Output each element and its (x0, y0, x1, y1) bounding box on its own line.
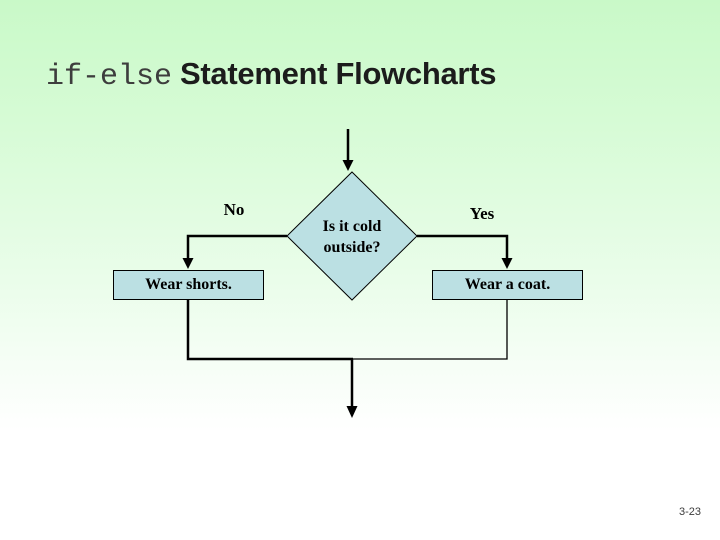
no-branch-line (186, 234, 287, 260)
process-box-wear-coat: Wear a coat. (432, 270, 583, 300)
entry-arrowhead (342, 160, 354, 171)
no-branch-label: No (223, 200, 245, 219)
no-merge-line (186, 300, 353, 361)
wear-coat-text: Wear a coat. (464, 276, 551, 293)
page-number: 3-23 (678, 506, 701, 518)
flow-arrowheads (182, 160, 513, 418)
yes-branch-label: Yes (469, 204, 495, 223)
process-box-wear-shorts: Wear shorts. (113, 270, 264, 300)
yes-arrowhead (501, 258, 513, 269)
no-arrowhead (182, 258, 194, 269)
yes-merge-line (353, 300, 508, 360)
title-code-text: if-else (46, 60, 173, 94)
wear-shorts-text: Wear shorts. (145, 276, 232, 293)
exit-arrowhead (346, 406, 358, 418)
decision-label: Is it cold outside? (322, 218, 382, 256)
yes-branch-line (417, 234, 509, 260)
title-main-text: Statement Flowcharts (180, 56, 497, 91)
flow-lines (186, 129, 509, 407)
decision-diamond (286, 171, 418, 301)
